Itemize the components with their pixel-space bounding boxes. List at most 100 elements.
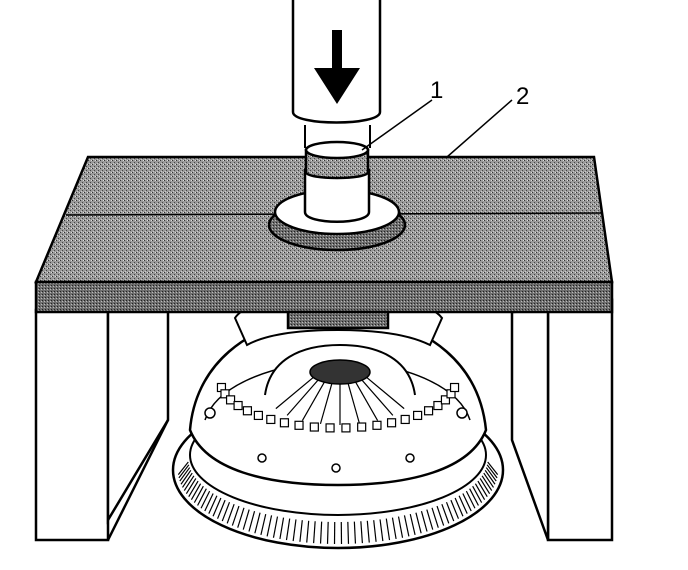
support-block-left <box>34 308 170 542</box>
gear-tooth <box>487 461 499 476</box>
gear-tooth <box>454 497 464 517</box>
gear-tooth <box>306 520 310 543</box>
sensor-tooth <box>386 418 397 428</box>
gear-tooth <box>319 521 323 544</box>
gear-tooth <box>409 513 416 535</box>
gear-tooth <box>212 497 222 517</box>
sensor-tooth <box>413 410 423 421</box>
gear-tooth <box>450 499 460 519</box>
gear-tooth <box>347 521 350 544</box>
differential-gear-assembly <box>171 293 505 550</box>
gear-tooth <box>485 467 497 482</box>
sensor-tooth <box>242 406 253 416</box>
gear-tooth <box>226 503 235 524</box>
gear-tooth <box>420 511 428 532</box>
gear-tooth <box>483 472 494 488</box>
gear-tooth <box>188 480 199 497</box>
sensor-tooth <box>220 389 230 399</box>
callout-leaders <box>361 99 513 158</box>
gear-tooth <box>486 464 498 479</box>
gear-tooth <box>445 501 455 522</box>
sensor-tooth <box>423 406 434 416</box>
gear-tooth <box>426 509 434 530</box>
sensor-tooth <box>357 422 367 432</box>
gear-tooth <box>200 490 211 509</box>
gear-tooth <box>385 518 391 541</box>
sensor-tooth <box>309 422 319 432</box>
support-block-right <box>510 298 614 542</box>
sensor-tooth <box>440 395 451 405</box>
gear-tooth <box>458 495 468 514</box>
callout-1: 1 <box>430 77 443 104</box>
gear-tooth <box>285 518 291 541</box>
dome-rib <box>275 376 314 410</box>
gear-tooth <box>204 493 214 512</box>
gear-tooth <box>179 467 191 482</box>
gear-tooth <box>469 488 479 506</box>
callout-2: 2 <box>516 83 529 110</box>
arrow-down-icon <box>314 30 360 104</box>
dome-rib <box>355 381 379 421</box>
gear-tooth <box>472 485 483 503</box>
sensor-tooth <box>266 414 276 425</box>
gear-tooth <box>462 493 472 512</box>
sensor-tooth <box>253 410 263 421</box>
gear-tooth <box>431 507 439 528</box>
gear-tooth <box>474 483 486 500</box>
gear-tooth <box>208 495 218 514</box>
sensor-tooth <box>372 420 382 430</box>
gear-tooth <box>479 478 491 494</box>
dome-rib <box>301 381 325 421</box>
gear-tooth <box>231 505 240 526</box>
gear-tooth <box>260 513 267 535</box>
gear-tooth <box>436 505 445 526</box>
gear-tooth <box>279 517 285 540</box>
gear-tooth <box>403 515 410 537</box>
gear-tooth <box>465 490 476 509</box>
dome-rib <box>366 376 405 410</box>
gear-tooth <box>178 464 190 479</box>
gear-tooth <box>292 519 297 542</box>
gear-tooth <box>193 485 204 503</box>
sensor-tooth <box>449 382 460 393</box>
sensor-tooth <box>400 414 410 425</box>
dome-rib <box>319 383 333 425</box>
gear-tooth <box>477 480 488 497</box>
gear-tooth <box>182 472 193 488</box>
dome-rib <box>347 383 361 425</box>
gear-tooth <box>216 499 226 519</box>
gear-tooth <box>415 512 422 534</box>
gear-tooth <box>248 511 256 532</box>
sensor-tooth <box>341 423 351 433</box>
gear-tooth <box>391 517 397 540</box>
gear-tooth <box>313 521 316 544</box>
sensor-tooth <box>325 423 335 433</box>
gear-tooth <box>242 509 250 530</box>
gear-tooth <box>299 520 303 542</box>
gear-tooth <box>180 469 192 485</box>
press-adapter <box>267 140 407 252</box>
gear-tooth <box>481 475 493 491</box>
gear-tooth <box>266 515 273 537</box>
sensor-tooth <box>225 395 236 405</box>
dome-rib <box>361 379 394 416</box>
gear-tooth <box>441 503 450 524</box>
gear-tooth <box>360 521 363 544</box>
gear-tooth <box>326 521 329 544</box>
gear-tooth <box>254 512 261 534</box>
gear-tooth <box>183 475 195 491</box>
sensor-tooth <box>294 420 304 430</box>
gear-tooth <box>185 478 197 494</box>
gear-tooth <box>221 501 231 522</box>
gear-tooth <box>397 516 404 538</box>
sensor-tooth <box>233 400 243 411</box>
gear-tooth <box>366 520 370 543</box>
gear-tooth <box>379 519 384 542</box>
gear-tooth <box>197 488 207 506</box>
gear-tooth <box>373 520 377 542</box>
gear-tooth <box>484 469 496 485</box>
gear-tooth <box>353 521 357 544</box>
sensor-tooth <box>279 418 290 428</box>
sensor-tooth <box>433 400 443 411</box>
